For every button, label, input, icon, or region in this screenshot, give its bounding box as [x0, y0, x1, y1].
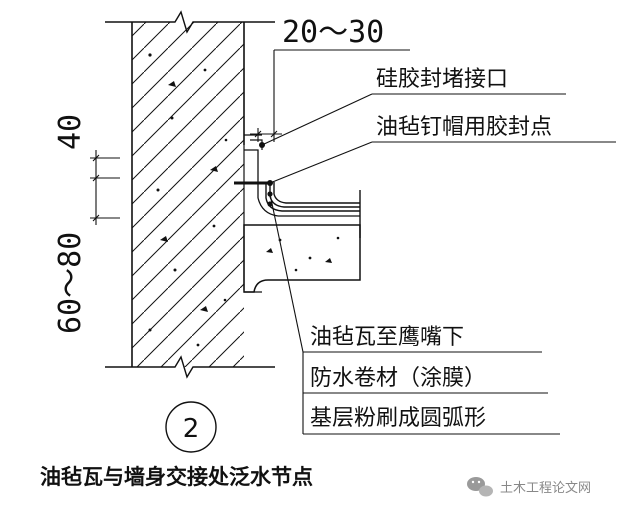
dim-top-label: 20～30	[282, 15, 384, 50]
dim-left-bottom-label: 60～80	[53, 232, 88, 334]
concrete-wall	[131, 22, 245, 367]
callout-waterproof-membrane: 防水卷材（涂膜）	[310, 366, 486, 391]
dim-top	[250, 49, 410, 142]
break-line-bottom	[105, 355, 275, 379]
watermark-text: 土木工程论文网	[500, 481, 591, 496]
callout-base-plaster: 基层粉刷成圆弧形	[310, 406, 486, 431]
dim-left-top-label: 40	[53, 114, 88, 150]
detail-number-marker: 2	[165, 401, 217, 453]
felt-tile-layers	[265, 182, 361, 238]
watermark: 土木工程论文网	[467, 477, 591, 497]
lower-leaders	[269, 193, 560, 435]
roof-slab	[243, 224, 361, 293]
callout-silicone-seal: 硅胶封堵接口	[376, 67, 508, 92]
callout-nail-cap-seal: 油毡钉帽用胶封点	[376, 115, 552, 140]
wechat-icon	[467, 477, 493, 497]
drawing-caption: 油毡瓦与墙身交接处泛水节点	[40, 465, 313, 489]
callout-felt-tile: 油毡瓦至鹰嘴下	[310, 325, 464, 350]
detail-number: 2	[183, 414, 200, 444]
break-line-top	[105, 10, 275, 34]
upper-leaders	[261, 93, 616, 184]
dim-left	[90, 150, 120, 225]
